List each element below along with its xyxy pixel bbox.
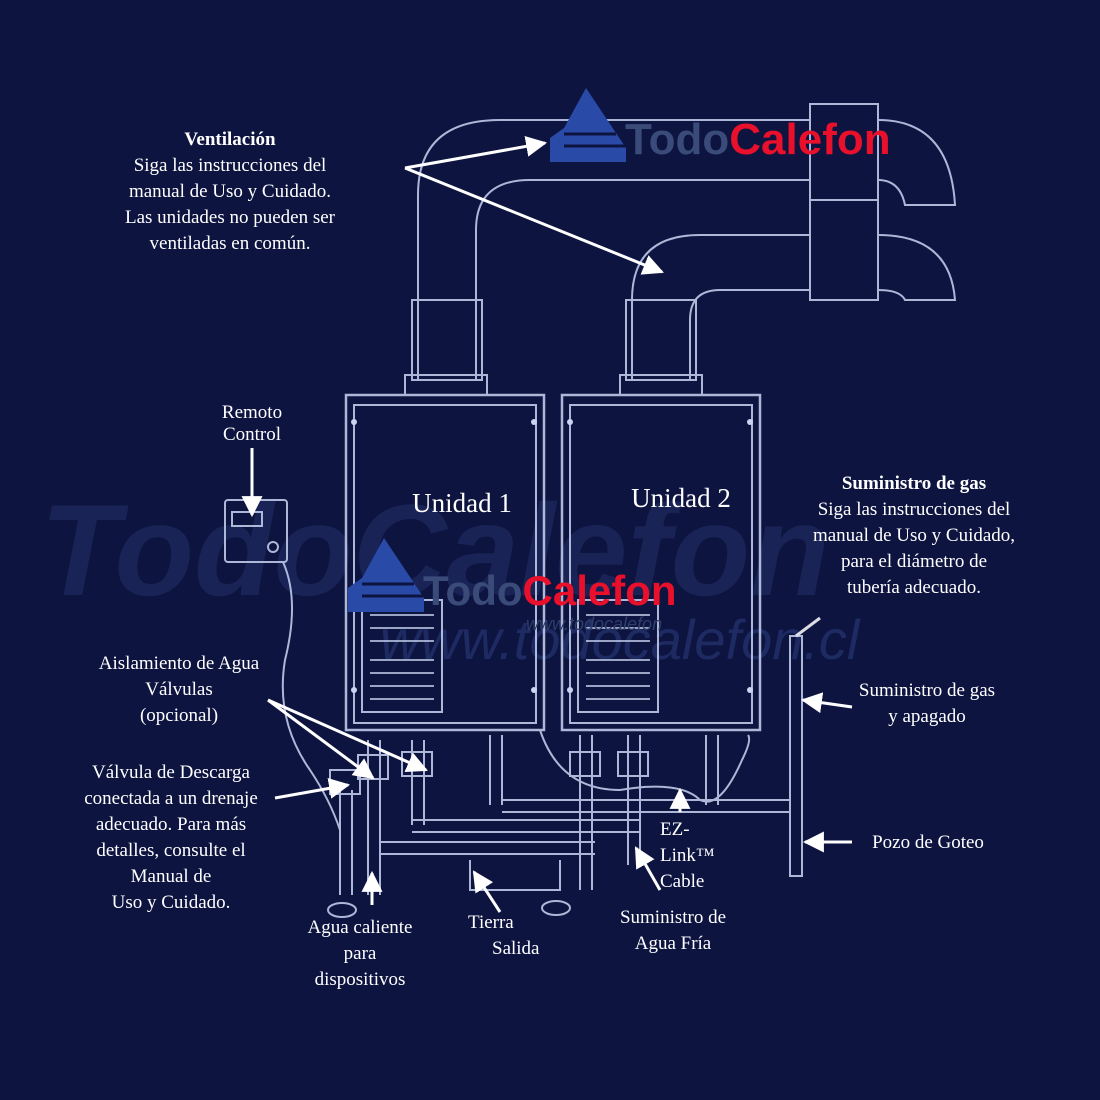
logo-top-calefon: Calefon: [729, 115, 891, 164]
label-gas-apagado-line: y apagado: [888, 706, 966, 727]
arrow-vent-1: [404, 135, 548, 170]
background-watermark-url: www.todocalefon.cl: [380, 612, 859, 668]
logo-mid-text: TodoCalefon: [423, 570, 677, 612]
label-agua-fria-line: Suministro de: [619, 907, 727, 928]
label-pozo: Pozo de Goteo: [858, 830, 998, 856]
logo-mid-todo: Todo: [423, 567, 523, 614]
label-valvula-line: adecuado. Para más: [95, 814, 247, 835]
background-watermark: TodoCalefon: [40, 485, 830, 615]
label-valvula-line: conectada a un drenaje: [84, 788, 258, 809]
label-suministro-gas-line: para el diámetro de: [840, 551, 988, 572]
label-tierra-line: Tierra: [468, 912, 514, 933]
label-valvula-descarga: Válvula de Descarga conectada a un drena…: [52, 760, 290, 916]
label-ezlink-line: Cable: [660, 871, 705, 892]
label-ezlink-line: EZ-: [660, 819, 690, 840]
label-suministro-gas-title: Suministro de gas: [841, 473, 987, 494]
label-tierra-line: Salida: [492, 938, 540, 959]
label-aislamiento-line: Válvulas: [145, 679, 213, 700]
label-aislamiento-line: Aislamiento de Agua: [98, 653, 260, 674]
unit-1-label: Unidad 1: [412, 488, 512, 518]
label-suministro-gas: Suministro de gas Siga las instrucciones…: [778, 471, 1050, 601]
logo-mid-icon: [348, 538, 424, 612]
arrow-isolation-2: [267, 698, 428, 772]
arrow-ground: [472, 870, 502, 913]
label-valvula-line: Válvula de Descarga: [92, 762, 250, 783]
label-remote-control: Remoto Control: [200, 402, 304, 446]
label-ventilacion: Ventilación Siga las instrucciones del m…: [90, 127, 370, 257]
label-ezlink: EZ- Link™ Cable: [660, 817, 736, 895]
logo-top-text: TodoCalefon: [625, 118, 891, 162]
label-agua-caliente-line: para: [343, 943, 377, 964]
label-agua-caliente: Agua caliente para dispositivos: [290, 915, 430, 993]
background-watermark-calefon: Calefon: [352, 477, 830, 623]
label-aislamiento: Aislamiento de Agua Válvulas (opcional): [68, 651, 290, 729]
label-remote-line: Remoto: [221, 402, 283, 423]
label-ventilacion-line: ventiladas en común.: [149, 233, 311, 254]
label-valvula-line: Manual de: [130, 866, 212, 887]
label-agua-fria-line: Agua Fría: [634, 933, 712, 954]
label-ventilacion-line: manual de Uso y Cuidado.: [128, 181, 332, 202]
label-remote-line: Control: [222, 424, 282, 445]
label-gas-apagado-line: Suministro de gas: [858, 680, 996, 701]
label-ezlink-line: Link™: [660, 845, 715, 866]
arrow-gas-shutoff: [800, 692, 853, 714]
arrow-isolation-1: [267, 698, 375, 780]
logo-mid-url: www.todocalefon: [526, 614, 663, 634]
label-pozo-line: Pozo de Goteo: [872, 832, 984, 853]
label-suministro-gas-line: Siga las instrucciones del: [817, 499, 1011, 520]
arrow-drain-valve: [274, 777, 351, 800]
label-ventilacion-line: Las unidades no pueden ser: [125, 207, 335, 228]
label-agua-caliente-line: Agua caliente: [307, 917, 413, 938]
label-agua-fria: Suministro de Agua Fría: [600, 905, 746, 957]
unit-2-label: Unidad 2: [631, 483, 731, 513]
label-suministro-gas-line: manual de Uso y Cuidado,: [812, 525, 1016, 546]
label-valvula-line: Uso y Cuidado.: [111, 892, 231, 913]
arrow-cold-water: [634, 846, 662, 891]
label-suministro-gas-line: tubería adecuado.: [847, 577, 981, 598]
logo-top-icon: [550, 88, 626, 162]
label-ventilacion-title: Ventilación: [184, 129, 276, 150]
background-watermark-url-text: www.todocalefon.cl: [380, 608, 860, 671]
label-ventilacion-line: Siga las instrucciones del: [133, 155, 327, 176]
label-aislamiento-line: (opcional): [139, 705, 219, 726]
label-valvula-line: detalles, consulte el: [96, 840, 246, 861]
label-tierra: Tierra Salida: [462, 910, 562, 962]
arrow-vent-2: [404, 166, 664, 275]
label-agua-caliente-line: dispositivos: [314, 969, 406, 990]
logo-top-todo: Todo: [625, 115, 730, 164]
label-gas-apagado: Suministro de gas y apagado: [836, 678, 1018, 730]
background-watermark-todo: Todo: [40, 477, 353, 623]
logo-mid-calefon: Calefon: [522, 567, 677, 614]
